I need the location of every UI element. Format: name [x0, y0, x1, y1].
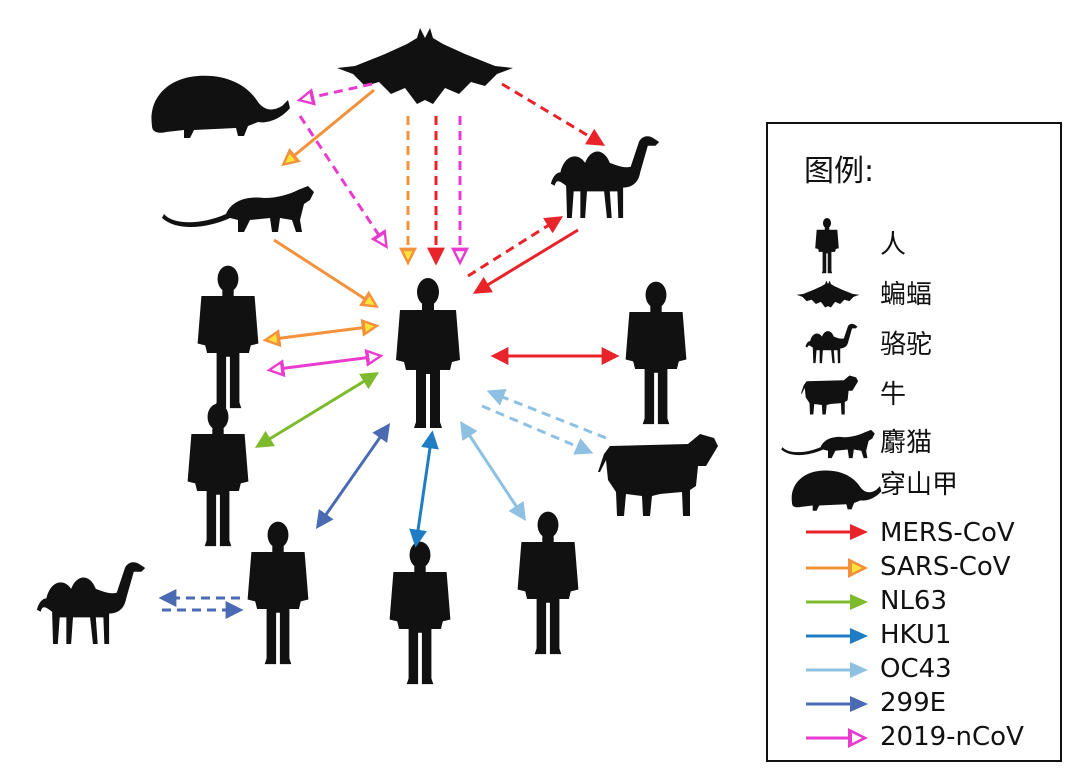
legend-label-oc43: OC43	[880, 654, 952, 684]
arrow-bat-civet	[281, 88, 375, 167]
arrow-human-human-hku1	[409, 430, 439, 548]
pangolin-icon	[151, 75, 291, 138]
human-icon	[396, 278, 460, 428]
human-icon	[187, 403, 249, 547]
legend-label-pangolin: 穿山甲	[880, 470, 959, 500]
human-icon	[197, 265, 259, 409]
cow-icon	[598, 434, 718, 516]
legend-label-mers: MERS-CoV	[880, 518, 1015, 548]
arrow-human-camel	[467, 216, 564, 278]
arrow-human-human-299e	[315, 423, 391, 529]
legend-label-camel: 骆驼	[880, 330, 933, 360]
camel-icon	[805, 323, 858, 364]
arrow-human-human-sars	[262, 318, 380, 348]
arrow-human-human-oc43	[460, 420, 526, 522]
pangolin-icon	[791, 470, 882, 511]
legend-title: 图例:	[804, 154, 875, 189]
legend-label-2019-ncov: 2019-nCoV	[880, 722, 1024, 752]
bat-icon	[796, 280, 860, 308]
bat-icon	[337, 28, 513, 104]
legend: 图例: 人 蝙蝠 骆驼 牛 麝猫 穿山甲 MERS-CoV SARS-CoV N…	[766, 122, 1062, 762]
human-icon	[389, 541, 451, 685]
human-icon	[247, 521, 309, 665]
legend-label-civet: 麝猫	[880, 428, 933, 458]
legend-label-human: 人	[880, 230, 907, 260]
arrow-bat-camel	[501, 82, 606, 146]
cow-icon	[800, 375, 859, 415]
legend-label-nl63: NL63	[880, 586, 948, 616]
arrow-human-cow	[481, 404, 594, 455]
legend-arrow-hku1	[806, 628, 868, 644]
legend-arrow-nl63	[806, 594, 868, 610]
legend-label-bat: 蝙蝠	[880, 280, 933, 310]
human-icon	[517, 511, 579, 655]
legend-arrow-oc43	[806, 662, 868, 678]
arrow-civet-human	[273, 238, 380, 308]
camel-icon	[36, 562, 146, 644]
arrow-cow-human	[486, 388, 607, 440]
legend-label-sars: SARS-CoV	[880, 552, 1011, 582]
legend-arrow-2019-ncov	[806, 728, 868, 748]
arrow-camel-human	[472, 228, 579, 294]
legend-label-299e: 299E	[880, 688, 947, 718]
legend-label-hku1: HKU1	[880, 620, 952, 650]
legend-label-cow: 牛	[880, 380, 907, 410]
human-icon	[815, 218, 839, 274]
legend-arrow-mers	[806, 524, 868, 540]
legend-arrow-299e	[806, 696, 868, 712]
arrow-bat-pangolin	[296, 82, 373, 106]
legend-arrow-sars	[806, 558, 868, 578]
civet-icon	[781, 429, 875, 459]
arrow-pangolin-human	[298, 115, 388, 250]
civet-icon	[162, 186, 314, 232]
arrow-human-human-ncov	[266, 348, 384, 378]
camel-icon	[550, 136, 660, 218]
arrow-human-human-nl63	[254, 372, 380, 448]
human-icon	[625, 281, 687, 425]
